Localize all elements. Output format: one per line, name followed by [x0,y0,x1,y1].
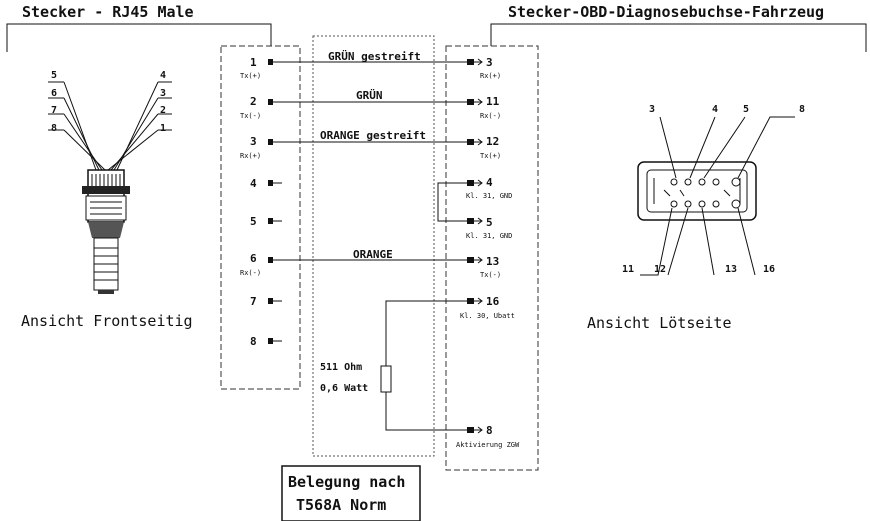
obd-pin-signal: Kl. 31, GND [466,232,512,240]
rj45-pin-contact [268,99,273,105]
obd-pin-contact [467,427,474,433]
rj45-pin-signal: Rx(-) [240,269,261,277]
plug-label: 7 [51,105,57,116]
obd-pin-number: 12 [486,135,499,148]
obd-pin-signal: Tx(+) [480,152,501,160]
obd-pin-contact [467,139,474,145]
obd-socket-drawing [637,116,795,276]
obd-socket-label: 4 [712,104,718,115]
rj45-pin-signal: Rx(+) [240,152,261,160]
wire-resistor-8 [385,392,467,431]
caption-solder-view: Ansicht Lötseite [587,314,732,332]
rj45-pin-contact [268,298,273,304]
rj45-pin-number: 1 [250,56,257,69]
gnd-bridge [437,182,467,222]
rj45-pin-list: 1 Tx(+) 2 Tx(-) 3 Rx(+) 4 5 6 Rx(-) 7 8 [240,56,282,348]
rj45-pin-number: 2 [250,95,257,108]
obd-pin-contact [467,99,474,105]
rj45-pin-number: 3 [250,135,257,148]
obd-socket-label: 8 [799,104,805,115]
wire-connections [273,61,467,431]
obd-pin-contact [467,218,474,224]
rj45-pin-signal: Tx(-) [240,112,261,120]
plug-label: 8 [51,123,57,134]
obd-pin-contact [467,257,474,263]
obd-socket-label: 11 [622,264,634,275]
resistor-value: 511 Ohm [320,362,362,373]
norm-line-2: T568A Norm [296,496,386,514]
wire-label: GRÜN [356,88,383,102]
obd-socket-label: 3 [649,104,655,115]
obd-pin-signal: Tx(-) [480,271,501,279]
rj45-pin-contact [268,139,273,145]
obd-pin-box [445,45,539,471]
rj45-pin-number: 4 [250,177,257,190]
resistor-symbol [380,365,392,393]
header-obd-bracket [490,23,867,52]
obd-pin-signal: Rx(-) [480,112,501,120]
norm-box [281,465,421,521]
rj45-pin-box [220,45,301,390]
header-rj45: Stecker - RJ45 Male [22,3,194,21]
obd-pin-number: 3 [486,56,493,69]
obd-socket-label: 5 [743,104,749,115]
plug-label: 4 [160,70,166,81]
wire-label: GRÜN gestreift [328,49,421,63]
rj45-pin-contact [268,218,273,224]
header-obd: Stecker-OBD-Diagnosebuchse-Fahrzeug [508,3,824,21]
wire-16-resistor [385,300,467,366]
rj45-pin-contact [268,59,273,65]
header-rj45-bracket [6,23,272,52]
obd-pin-number: 5 [486,216,493,229]
obd-pin-list: 3 Rx(+) 11 Rx(-) 12 Tx(+) 4 Kl. 31, GND … [456,56,520,449]
wire-label: ORANGE gestreift [320,129,426,142]
caption-front-view: Ansicht Frontseitig [21,312,193,330]
obd-pin-number: 11 [486,95,500,108]
rj45-pin-number: 5 [250,215,257,228]
plug-label: 5 [51,70,57,81]
plug-label: 6 [51,88,57,99]
rj45-pin-contact [268,338,273,344]
rj45-pin-contact [268,257,273,263]
resistor-power: 0,6 Watt [320,383,368,394]
obd-pin-number: 4 [486,176,493,189]
obd-pin-contact [467,180,474,186]
norm-line-1: Belegung nach [288,473,405,491]
obd-pin-contact [467,59,474,65]
plug-label: 1 [160,123,166,134]
obd-socket-label: 13 [725,264,737,275]
obd-socket-label: 16 [763,264,775,275]
obd-pin-signal: Aktivierung ZGW [456,441,520,449]
obd-pin-signal: Kl. 30, Ubatt [460,312,515,320]
obd-pin-contact [467,298,474,304]
obd-pin-number: 8 [486,424,493,437]
plug-label: 2 [160,105,166,116]
cable-area [312,35,435,457]
rj45-pin-signal: Tx(+) [240,72,261,80]
rj45-plug-drawing [48,81,172,294]
obd-pin-number: 16 [486,295,500,308]
plug-label: 3 [160,88,166,99]
obd-socket-label: 12 [654,264,666,275]
wire-label: ORANGE [353,248,393,261]
obd-pin-number: 13 [486,255,499,268]
obd-pin-signal: Rx(+) [480,72,501,80]
rj45-pin-contact [268,180,273,186]
rj45-pin-number: 6 [250,252,257,265]
rj45-pin-number: 7 [250,295,257,308]
rj45-pin-number: 8 [250,335,257,348]
obd-pin-signal: Kl. 31, GND [466,192,512,200]
